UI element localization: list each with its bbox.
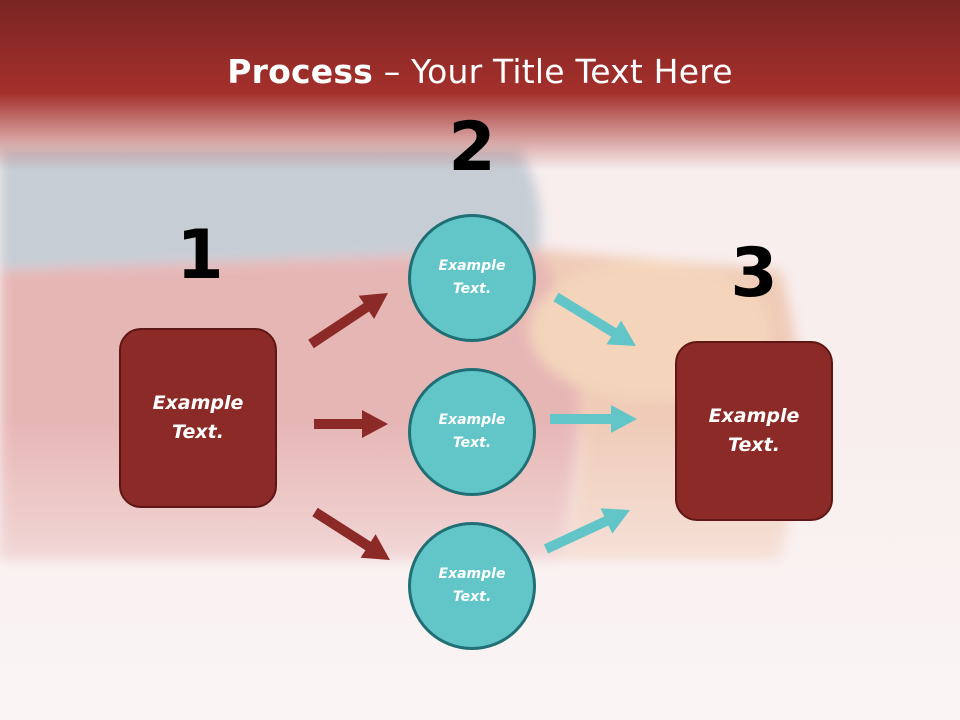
right-box-text: Example Text. <box>708 405 800 456</box>
title-rest: – Your Title Text Here <box>373 52 733 91</box>
step-number-1: 1 <box>176 216 224 295</box>
title-bold: Process <box>227 52 374 91</box>
circle-middle-text: Example Text. <box>438 412 506 451</box>
arrow-to-circle-bottom <box>312 507 390 560</box>
arrow-from-circle-middle <box>550 405 637 433</box>
circle-top: Example Text. <box>408 214 536 342</box>
arrow-to-circle-top <box>308 293 388 349</box>
arrow-to-circle-middle <box>314 410 388 438</box>
left-box-text: Example Text. <box>152 392 244 443</box>
circle-middle: Example Text. <box>408 368 536 496</box>
circle-top-text: Example Text. <box>438 258 506 297</box>
circle-bottom: Example Text. <box>408 522 536 650</box>
step-number-2: 2 <box>448 108 496 187</box>
arrow-from-circle-bottom <box>543 508 630 554</box>
slide-title: Process – Your Title Text Here <box>0 52 960 91</box>
circle-bottom-text: Example Text. <box>438 566 506 605</box>
right-box: Example Text. <box>675 341 833 521</box>
step-number-3: 3 <box>730 234 778 313</box>
left-box: Example Text. <box>119 328 277 508</box>
arrow-from-circle-top <box>553 292 636 346</box>
